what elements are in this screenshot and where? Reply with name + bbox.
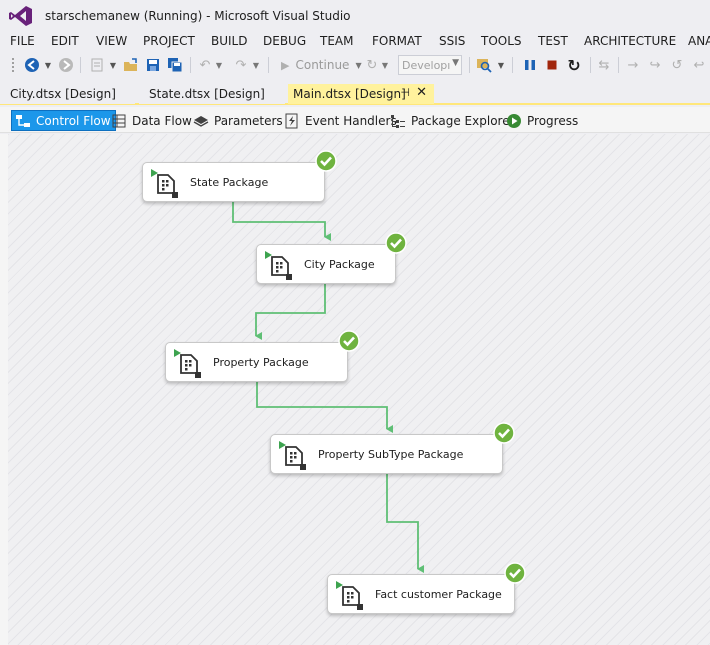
package-explorer-icon: [391, 114, 405, 128]
play-icon: ▶: [281, 58, 290, 72]
success-check-icon: [385, 232, 407, 254]
title-bar: starschemanew (Running) - Microsoft Visu…: [0, 0, 710, 32]
find-in-files-icon[interactable]: [475, 56, 495, 74]
redo-dropdown-icon[interactable]: ▼: [252, 60, 260, 70]
tab-label: Parameters: [214, 113, 283, 128]
designer-tab-bar: Control Flow Data Flow Parameters Event …: [0, 107, 710, 133]
tab-label: City.dtsx [Design]: [10, 87, 116, 101]
task-property-subtype-package[interactable]: Property SubType Package: [270, 434, 503, 474]
step-back-icon[interactable]: ↩: [693, 57, 705, 73]
tab-label: Control Flow: [36, 113, 111, 128]
pause-icon[interactable]: [521, 56, 539, 74]
new-dropdown-icon[interactable]: ▼: [109, 60, 117, 70]
execute-package-task-icon: [336, 581, 363, 610]
navigate-back-icon[interactable]: [23, 56, 41, 74]
continue-button[interactable]: ▶ Continue ▼: [281, 56, 362, 74]
tab-city-dtsx[interactable]: City.dtsx [Design]: [0, 84, 135, 104]
parameters-icon: [193, 115, 209, 127]
menu-format[interactable]: FORMAT: [372, 34, 422, 48]
back-dropdown-icon[interactable]: ▼: [44, 60, 52, 70]
continue-label: Continue: [295, 58, 350, 72]
menu-bar: FILE EDIT VIEW PROJECT BUILD DEBUG TEAM …: [0, 32, 710, 52]
menu-build[interactable]: BUILD: [211, 34, 248, 48]
document-tab-strip: City.dtsx [Design] State.dtsx [Design] M…: [0, 84, 710, 105]
event-handlers-icon: [285, 113, 298, 128]
refresh-icon[interactable]: ↻: [366, 57, 378, 73]
tab-label: State.dtsx [Design]: [149, 87, 265, 101]
undo-icon[interactable]: ↶: [199, 57, 211, 73]
task-state-package[interactable]: State Package: [142, 162, 325, 202]
execute-package-task-icon: [279, 441, 306, 470]
menu-file[interactable]: FILE: [10, 34, 35, 48]
task-label: State Package: [190, 176, 269, 189]
window-title: starschemanew (Running) - Microsoft Visu…: [45, 9, 351, 23]
step-over-icon[interactable]: ↪: [649, 57, 661, 73]
tab-label: Package Explorer: [411, 113, 515, 128]
menu-architecture[interactable]: ARCHITECTURE: [584, 34, 677, 48]
menu-test[interactable]: TEST: [538, 34, 568, 48]
tab-label: Data Flow: [132, 113, 192, 128]
step-out-icon[interactable]: ↺: [671, 57, 683, 73]
task-label: Property SubType Package: [318, 448, 464, 461]
menu-debug[interactable]: DEBUG: [263, 34, 307, 48]
show-next-statement-icon[interactable]: ⇆: [598, 57, 610, 73]
task-label: City Package: [304, 258, 375, 271]
stop-icon[interactable]: [543, 56, 561, 74]
open-file-icon[interactable]: [122, 56, 140, 74]
execute-package-task-icon: [265, 251, 292, 280]
visual-studio-logo-icon: [9, 6, 32, 26]
menu-edit[interactable]: EDIT: [51, 34, 79, 48]
toolbar-grip-icon[interactable]: [11, 57, 15, 73]
tab-package-explorer[interactable]: Package Explorer: [387, 110, 519, 131]
task-fact-customer-package[interactable]: Fact customer Package: [327, 574, 515, 614]
redo-icon[interactable]: ↷: [235, 57, 247, 73]
menu-project[interactable]: PROJECT: [143, 34, 195, 48]
tab-label: Main.dtsx [Design]: [293, 87, 406, 101]
execute-package-task-icon: [151, 169, 178, 198]
restart-icon[interactable]: ↻: [567, 55, 581, 75]
solution-configuration-select[interactable]: Developı ▼: [398, 55, 462, 75]
refresh-dropdown-icon[interactable]: ▼: [381, 60, 389, 70]
menu-analyze[interactable]: ANA: [688, 34, 710, 48]
step-into-icon[interactable]: →: [627, 57, 639, 73]
save-all-icon[interactable]: [166, 56, 184, 74]
menu-team[interactable]: TEAM: [320, 34, 354, 48]
tab-progress[interactable]: Progress: [503, 110, 582, 131]
execute-package-task-icon: [174, 349, 201, 378]
tab-label: Event Handlers: [305, 113, 397, 128]
new-project-icon[interactable]: [88, 56, 106, 74]
data-flow-icon: [112, 114, 126, 127]
save-icon[interactable]: [144, 56, 162, 74]
tab-control-flow[interactable]: Control Flow: [11, 110, 116, 131]
menu-ssis[interactable]: SSIS: [439, 34, 466, 48]
chevron-down-icon: ▼: [452, 58, 459, 68]
task-label: Property Package: [213, 356, 309, 369]
find-dropdown-icon[interactable]: ▼: [497, 60, 505, 70]
continue-dropdown-icon: ▼: [355, 60, 362, 70]
success-check-icon: [493, 422, 515, 444]
standard-toolbar: ▼ ▼ ↶ ▼ ↷ ▼ ▶ Continue ▼ ↻ ▼ Developı ▼ …: [0, 52, 710, 78]
close-tab-icon[interactable]: ✕: [416, 85, 427, 100]
menu-tools[interactable]: TOOLS: [481, 34, 522, 48]
control-flow-canvas[interactable]: [0, 134, 710, 645]
undo-dropdown-icon[interactable]: ▼: [215, 60, 223, 70]
navigate-forward-icon[interactable]: [57, 56, 75, 74]
tab-parameters[interactable]: Parameters: [190, 110, 287, 131]
tab-state-dtsx[interactable]: State.dtsx [Design]: [139, 84, 285, 104]
progress-icon: [507, 113, 521, 128]
task-label: Fact customer Package: [375, 588, 502, 601]
task-property-package[interactable]: Property Package: [165, 342, 348, 382]
success-check-icon: [504, 562, 526, 584]
tab-main-dtsx[interactable]: Main.dtsx [Design] ⊣ ✕: [288, 84, 434, 104]
control-flow-icon: [16, 114, 30, 127]
configuration-value: Developı: [402, 59, 451, 72]
tab-label: Progress: [527, 113, 579, 128]
tab-event-handlers[interactable]: Event Handlers: [281, 110, 401, 131]
success-check-icon: [338, 330, 360, 352]
task-city-package[interactable]: City Package: [256, 244, 396, 284]
pin-tab-icon[interactable]: ⊣: [400, 86, 410, 99]
success-check-icon: [315, 150, 337, 172]
menu-view[interactable]: VIEW: [96, 34, 128, 48]
tab-data-flow[interactable]: Data Flow: [108, 110, 196, 131]
